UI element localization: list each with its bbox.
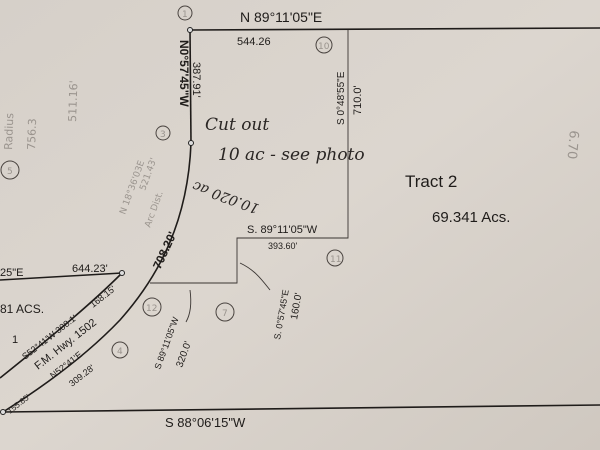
marker-7: 7	[222, 309, 228, 319]
marker-3: 3	[160, 130, 166, 140]
radius-value: 756.3	[25, 118, 39, 150]
marker-11: 11	[330, 255, 341, 265]
west-boundary-line	[189, 29, 192, 144]
marker-1: 1	[182, 10, 188, 20]
tract1-north-bearing: 25"E	[0, 267, 23, 279]
highway-line-north	[0, 272, 123, 379]
tract1-north-distance: 644.23'	[72, 263, 108, 275]
east-bearing: S 0°48'55"E	[336, 71, 347, 125]
corner-pin	[119, 270, 125, 276]
radius-label: Radius	[2, 113, 16, 151]
corner-markers: 1 3 10 11 12 7 4 5	[0, 5, 344, 359]
marker-10: 10	[318, 42, 330, 52]
cutout-bearing: S. 89°11'05"W	[247, 224, 318, 236]
corner-pin	[188, 140, 194, 146]
arc-boundary	[2, 142, 192, 413]
cutout-distance: 393.60'	[268, 241, 298, 251]
leader-line	[239, 262, 271, 291]
tract1-area: 81 ACS.	[0, 302, 44, 316]
inner-distance-2: 160.0'	[289, 292, 305, 321]
north-bearing: N 89°11'05"E	[240, 9, 322, 25]
north-distance: 544.26	[237, 36, 271, 48]
south-boundary-line	[2, 404, 600, 413]
leader-line	[185, 289, 192, 323]
cutout-note-line2: 10 ac - see photo	[218, 145, 365, 165]
cutout-boundary	[150, 30, 349, 284]
west-bearing: N0°57'45"W	[177, 40, 191, 107]
corner-pin	[0, 409, 6, 415]
marker-12: 12	[146, 304, 157, 314]
south-bearing: S 88°06'15"W	[165, 415, 246, 430]
cutout-note-line1: Cut out	[205, 115, 269, 135]
west-distance: 387.91'	[190, 62, 202, 98]
chord-value: 511.16'	[66, 80, 80, 122]
marker-4: 4	[117, 347, 123, 357]
north-boundary-line	[189, 27, 600, 31]
marker-5: 5	[7, 167, 13, 177]
tract-area: 69.341 Acs.	[432, 209, 510, 226]
tract-name: Tract 2	[405, 172, 457, 191]
tract1-north-line	[0, 272, 123, 281]
pencil-note: 6.70	[563, 130, 580, 160]
east-distance: 710.0'	[352, 85, 364, 115]
tract1-number: 1	[12, 334, 18, 346]
corner-pin	[187, 27, 193, 33]
